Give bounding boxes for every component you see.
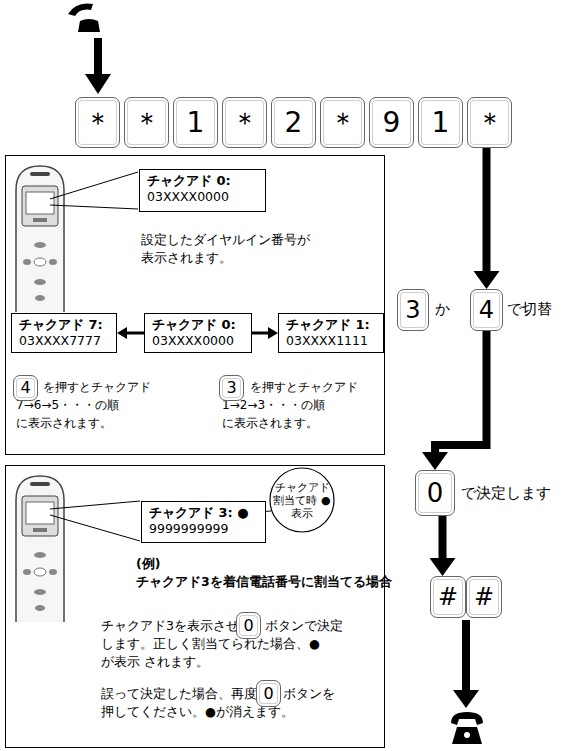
display-number: 03XXXX1111 bbox=[286, 333, 376, 349]
key-label: 3 bbox=[226, 380, 236, 396]
key-label: ＊ bbox=[476, 109, 504, 137]
connector-line bbox=[439, 516, 447, 559]
flow-connector bbox=[117, 327, 144, 339]
key-label: 1 bbox=[432, 109, 450, 137]
offhook-phone-icon bbox=[68, 3, 93, 16]
key-label: 0 bbox=[427, 480, 444, 506]
flow-arrow bbox=[94, 38, 102, 76]
key-button: 4 bbox=[13, 375, 38, 401]
key-label: # bbox=[474, 585, 494, 609]
arrow-head bbox=[474, 271, 500, 289]
display-heading: チャクアド 3: ● bbox=[149, 505, 258, 521]
flow-arrow bbox=[462, 620, 470, 692]
key-button: 0 bbox=[236, 612, 261, 639]
key-button: ＊ bbox=[467, 97, 512, 148]
instruction-panel: (例) チャクアド3を着信電話番号に割当てる場合チャクアド3を表示させボタンで決… bbox=[5, 465, 385, 748]
display-screen: チャクアド 0:03XXXX0000 bbox=[139, 169, 266, 212]
flow-connector bbox=[422, 331, 487, 470]
display-heading: チャクアド 7: bbox=[19, 317, 109, 333]
display-heading: チャクアド 0: bbox=[147, 173, 258, 189]
key-button: ＊ bbox=[124, 97, 169, 148]
handset-illustration bbox=[16, 476, 64, 622]
connector-line bbox=[126, 332, 144, 335]
key-button: 3 bbox=[219, 375, 244, 401]
onhook-phone-icon bbox=[464, 732, 470, 738]
instruction-text: 設定したダイヤルイン番号が 表示されます。 bbox=[141, 231, 321, 267]
key-button: 1 bbox=[418, 97, 463, 148]
display-screen: チャクアド 3: ●9999999999 bbox=[141, 501, 266, 543]
step-label: で切替 bbox=[507, 300, 552, 319]
display-number: 03XXXX0000 bbox=[152, 333, 244, 349]
key-label: # bbox=[438, 585, 458, 609]
connector-line bbox=[435, 331, 487, 453]
instruction-text: を押すとチャクアド 7→6→5・・・の順 に表示されます。 bbox=[16, 378, 168, 432]
display-screen: チャクアド 1:03XXXX1111 bbox=[278, 313, 384, 353]
arrow-head bbox=[422, 452, 448, 470]
callout-bubble: チャクアド 割当て時 ●表示 bbox=[269, 467, 335, 533]
leader-line bbox=[50, 515, 140, 541]
key-label: 0 bbox=[263, 686, 273, 702]
flow-connector bbox=[252, 327, 278, 339]
key-button: 4 bbox=[470, 289, 503, 331]
key-button: 0 bbox=[415, 470, 455, 516]
connector-line bbox=[252, 332, 269, 335]
key-label: ＊ bbox=[231, 109, 259, 137]
instruction-text: ボタンを 押してください。●が消えます。 bbox=[101, 685, 357, 721]
instruction-text: を押すとチャクアド 1→2→3・・・の順 に表示されます。 bbox=[222, 378, 374, 432]
step-label: か bbox=[435, 300, 450, 319]
instruction-text: ボタンで決定 します。正しく割当てられた場合、●が表示 されます。 bbox=[101, 617, 357, 671]
flow-connector bbox=[430, 516, 456, 576]
key-button: 9 bbox=[369, 97, 414, 148]
display-heading: チャクアド 0: bbox=[152, 317, 244, 333]
key-button: 0 bbox=[256, 680, 281, 707]
instruction-text: チャクアド3を表示させ bbox=[101, 617, 239, 635]
leader-line bbox=[50, 205, 138, 209]
connector-line bbox=[483, 148, 491, 272]
instruction-text: (例) チャクアド3を着信電話番号に割当てる場合 bbox=[136, 555, 388, 591]
display-heading: チャクアド 1: bbox=[286, 317, 376, 333]
key-label: ＊ bbox=[329, 109, 357, 137]
display-number: 9999999999 bbox=[149, 521, 258, 537]
key-button: ＊ bbox=[75, 97, 120, 148]
instruction-text: 誤って決定した場合、再度 bbox=[101, 685, 257, 703]
instruction-panel: 設定したダイヤルイン番号が 表示されます。を押すとチャクアド 7→6→5・・・の… bbox=[5, 155, 385, 455]
leader-line bbox=[50, 501, 140, 509]
key-label: ＊ bbox=[133, 109, 161, 137]
key-button: 3 bbox=[397, 289, 429, 331]
key-label: 0 bbox=[243, 618, 253, 634]
leader-line bbox=[50, 172, 138, 199]
onhook-phone-icon bbox=[451, 712, 483, 725]
arrow-head bbox=[117, 327, 127, 339]
key-label: 4 bbox=[479, 298, 494, 322]
key-button: 2 bbox=[271, 97, 316, 148]
key-label: 3 bbox=[405, 298, 420, 322]
key-button: 1 bbox=[173, 97, 218, 148]
offhook-phone-icon bbox=[78, 19, 100, 32]
key-label: 4 bbox=[20, 380, 30, 396]
key-label: 9 bbox=[383, 109, 401, 137]
onhook-phone-icon bbox=[452, 727, 482, 744]
key-label: 1 bbox=[187, 109, 205, 137]
key-label: ＊ bbox=[84, 109, 112, 137]
bubble-text: チャクアド 割当て時 ●表示 bbox=[273, 481, 331, 520]
step-label: で決定します bbox=[461, 484, 551, 503]
display-screen: チャクアド 0:03XXXX0000 bbox=[144, 313, 252, 353]
arrow-head bbox=[430, 558, 456, 576]
bubble-outline bbox=[270, 468, 334, 532]
flow-arrow bbox=[85, 74, 111, 94]
key-button: ＊ bbox=[320, 97, 365, 148]
key-label: 2 bbox=[285, 109, 303, 137]
handset-illustration bbox=[16, 166, 64, 312]
arrow-head bbox=[268, 327, 278, 339]
display-number: 03XXXX0000 bbox=[147, 189, 258, 205]
key-button: # bbox=[430, 576, 466, 618]
display-screen: チャクアド 7:03XXXX7777 bbox=[11, 313, 117, 353]
display-number: 03XXXX7777 bbox=[19, 333, 109, 349]
key-button: ＊ bbox=[222, 97, 267, 148]
key-button: # bbox=[466, 576, 502, 618]
flow-arrow bbox=[453, 690, 479, 708]
flow-connector bbox=[474, 148, 500, 289]
